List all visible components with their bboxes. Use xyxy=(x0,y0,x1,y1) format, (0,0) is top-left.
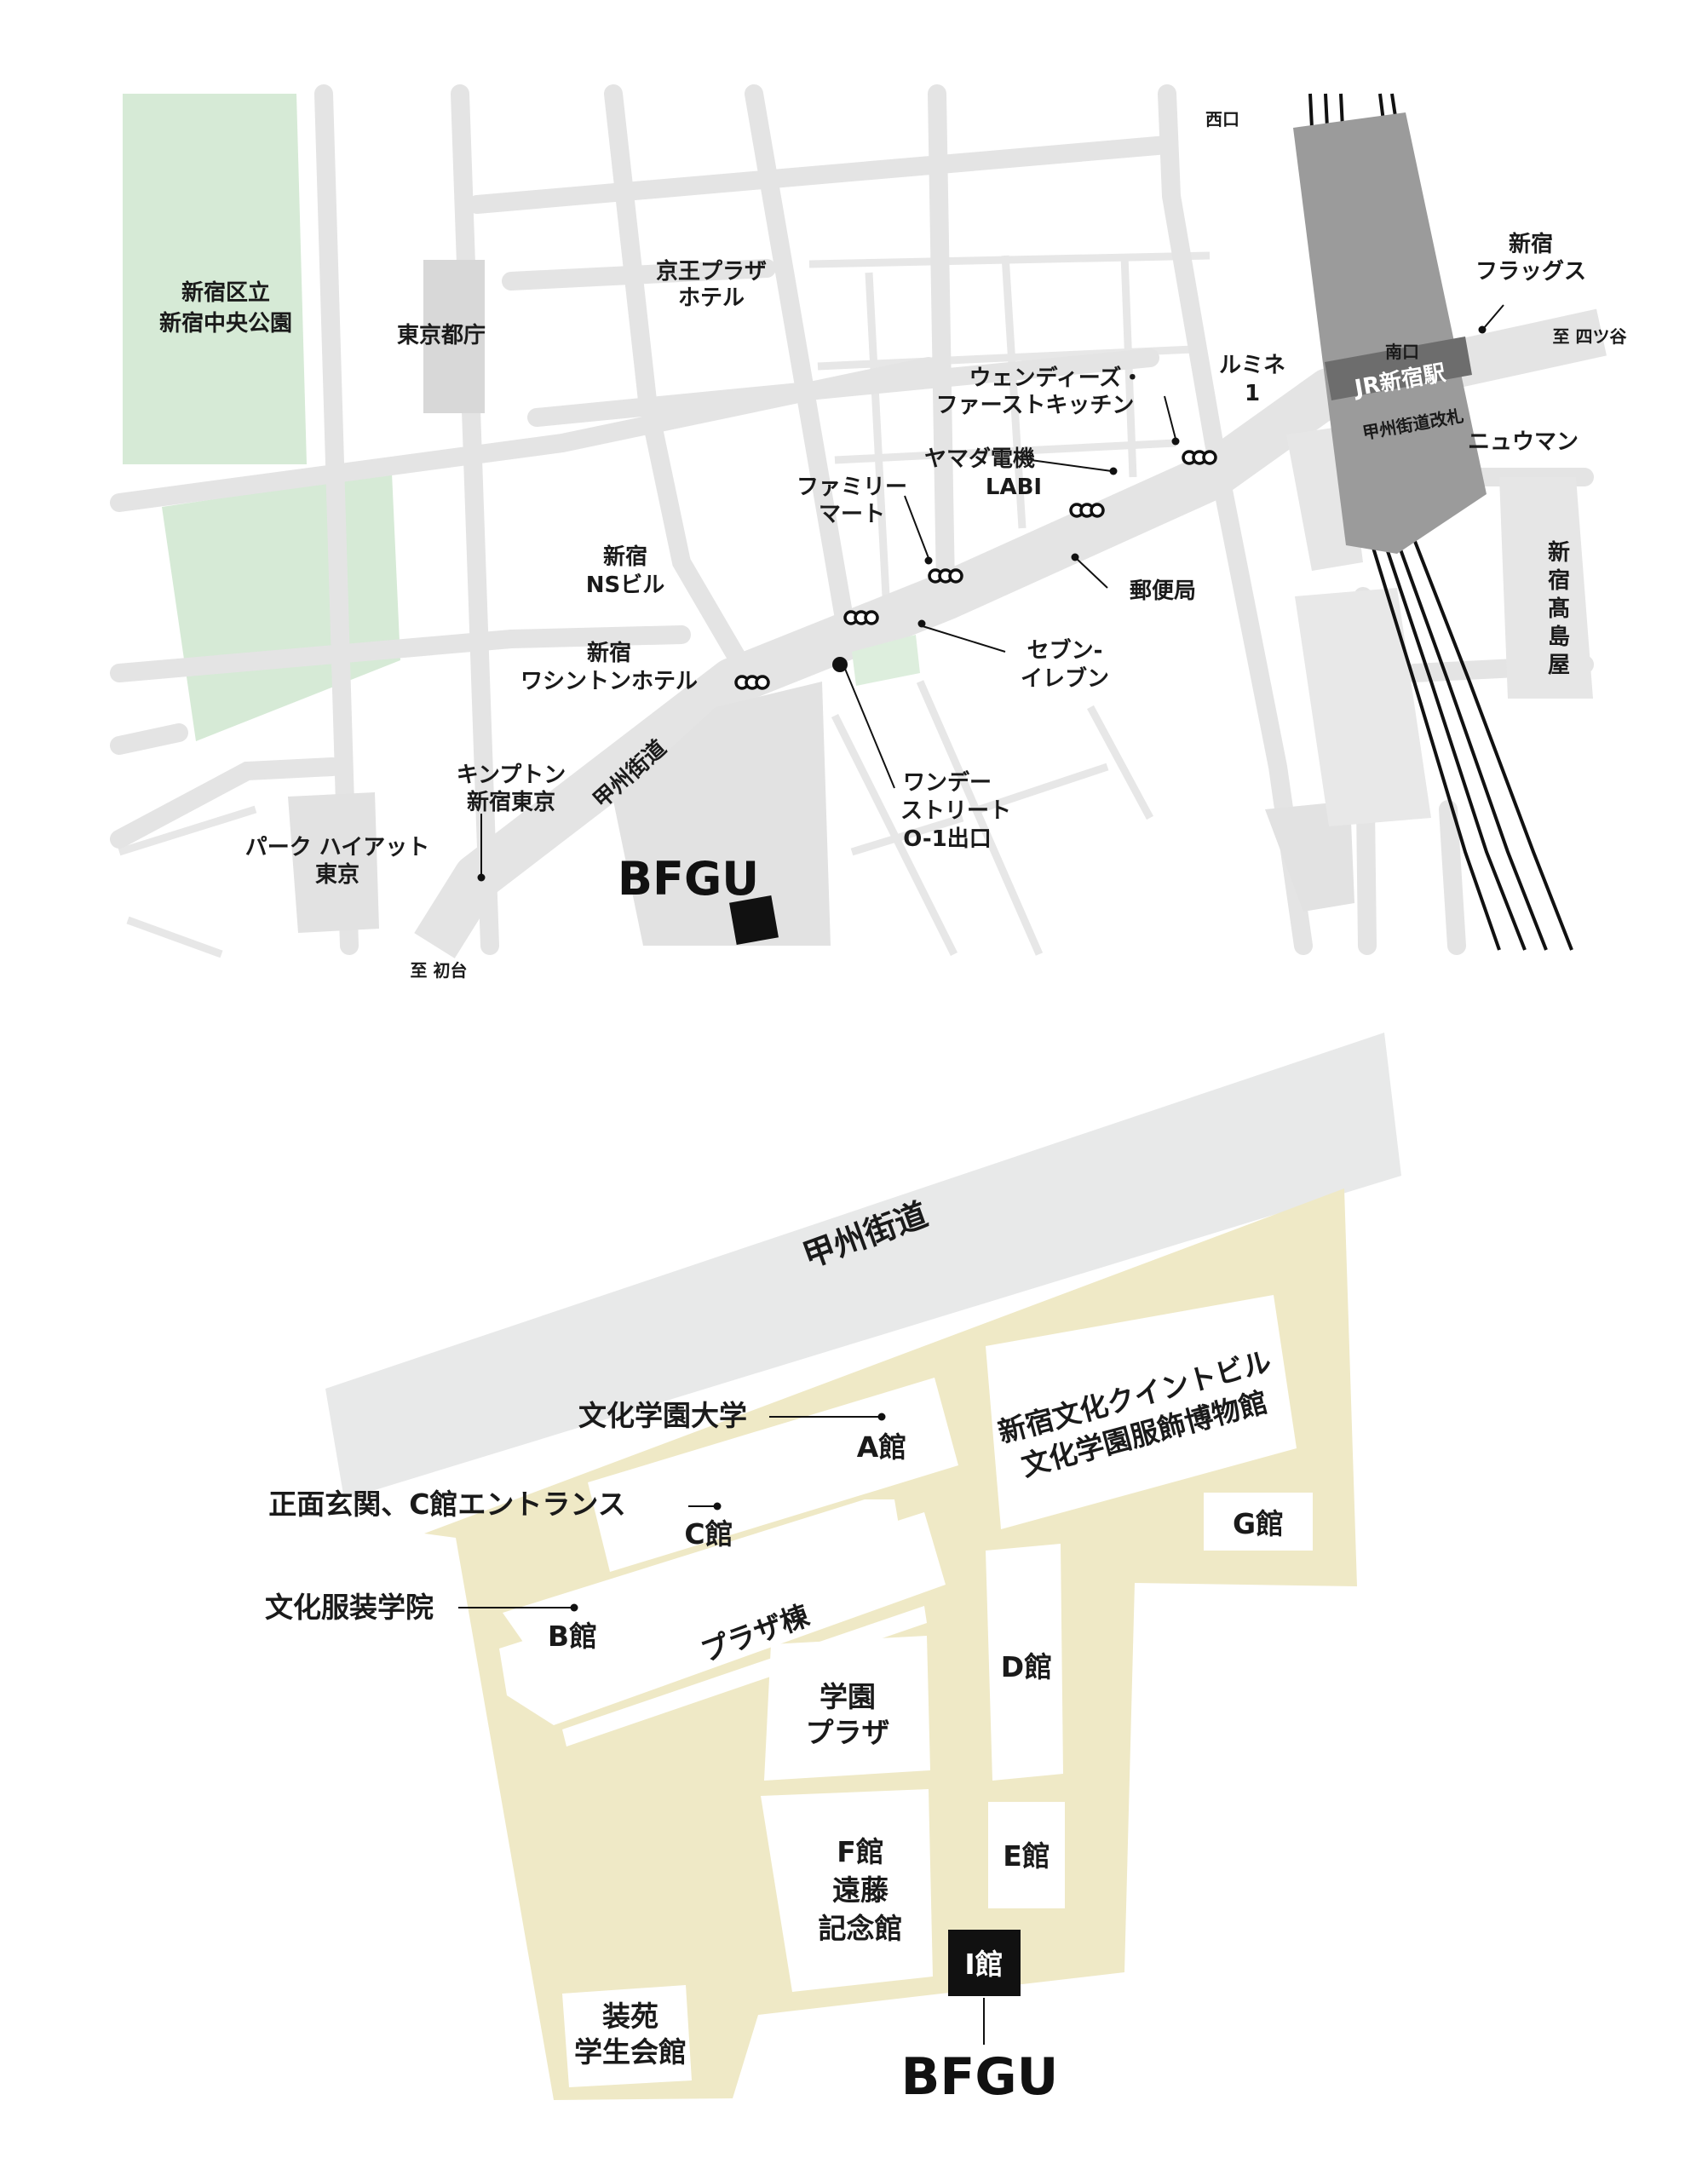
park-hyatt-label: パーク ハイアット東京 xyxy=(245,835,430,888)
park-area-south xyxy=(162,473,400,741)
bunka-fukuso-label: 文化服装学院 xyxy=(265,1591,434,1624)
subway-entrance-icon xyxy=(1069,503,1105,518)
bfgu-building-marker xyxy=(729,895,779,945)
building-b-label: B館 xyxy=(548,1620,597,1653)
takashimaya-block xyxy=(1499,477,1593,699)
subway-entrances xyxy=(734,450,1217,690)
park-area xyxy=(123,94,307,464)
kimpton-label: キンプトン新宿東京 xyxy=(457,762,566,815)
seven-eleven-label: セブン-イレブン xyxy=(1021,637,1109,692)
building-f xyxy=(761,1789,933,1992)
koshu-road-band xyxy=(325,1033,1401,1499)
park-label: 新宿区立新宿中央公園 xyxy=(159,279,292,337)
campus-dots xyxy=(570,1413,886,1612)
jr-station-building xyxy=(1293,112,1487,554)
subway-entrance-icon xyxy=(734,675,770,690)
building-i-label: I館 xyxy=(964,1948,1003,1981)
jr-station-band xyxy=(1325,337,1472,400)
building-g-label: G館 xyxy=(1233,1507,1284,1540)
building-e xyxy=(988,1802,1065,1908)
railway-tracks xyxy=(1308,93,1573,951)
block xyxy=(1295,588,1431,826)
block xyxy=(613,682,831,946)
subway-entrance-icon xyxy=(1182,450,1217,465)
soen-hall xyxy=(562,1985,692,2087)
post-office-label: 郵便局 xyxy=(1130,578,1196,604)
campus-map: 甲州街道 文化学園大学 正面玄関、C館エントランス 文化服装学院 A館 C館 B… xyxy=(265,1033,1401,2107)
newoman-label: ニュウマン xyxy=(1468,429,1579,455)
gakuen-plaza-label: 学園プラザ xyxy=(806,1680,890,1749)
building-f-label: F館遠藤記念館 xyxy=(819,1835,903,1945)
tocho-tower xyxy=(423,260,485,413)
family-mart-label: ファミリーマート xyxy=(796,475,907,527)
bfgu-logo-campus: BFGU xyxy=(901,2047,1059,2107)
building-b xyxy=(499,1512,946,1725)
to-yotsuya-label: 至 四ツ谷 xyxy=(1553,326,1628,347)
building-e-label: E館 xyxy=(1003,1839,1050,1873)
main-entrance-label: 正面玄関、C館エントランス xyxy=(268,1488,626,1521)
nishiguchi-label: 西口 xyxy=(1205,109,1239,129)
takashimaya-label: 新宿髙島屋 xyxy=(1548,539,1570,678)
subway-entrance-icon xyxy=(928,568,963,584)
minamiguchi-label: 南口 xyxy=(1385,342,1419,362)
building-c-label: C館 xyxy=(684,1517,733,1551)
flags-label: 新宿フラッグス xyxy=(1475,231,1586,285)
building-i[interactable] xyxy=(948,1930,1021,1996)
building-a-label: A館 xyxy=(857,1430,907,1464)
garden xyxy=(852,635,920,686)
campus-leader-lines xyxy=(458,1416,985,2045)
tocho-label: 東京都庁 xyxy=(397,322,486,348)
bunka-univ-label: 文化学園大学 xyxy=(578,1399,747,1432)
building-d-label: D館 xyxy=(1001,1650,1052,1683)
gakuen-plaza xyxy=(764,1636,930,1781)
building-a xyxy=(588,1378,958,1572)
poi-dots xyxy=(477,325,1487,882)
block xyxy=(1265,801,1354,912)
subway-entrance-icon xyxy=(843,610,879,625)
soen-hall-label: 装苑学生会館 xyxy=(574,2000,687,2069)
to-hatsudai-label: 至 初台 xyxy=(411,960,468,981)
keio-plaza-label: 京王プラザホテル xyxy=(656,258,767,311)
wendys-label: ウェンディーズ・ファーストキッチン xyxy=(936,365,1144,418)
block xyxy=(288,792,379,933)
washington-hotel-label: 新宿ワシントンホテル xyxy=(520,640,698,694)
quint-building xyxy=(986,1295,1297,1529)
building-g xyxy=(1204,1493,1313,1551)
bfgu-logo-area: BFGU xyxy=(618,852,759,906)
building-d xyxy=(986,1544,1063,1781)
leader-lines xyxy=(844,304,1504,789)
